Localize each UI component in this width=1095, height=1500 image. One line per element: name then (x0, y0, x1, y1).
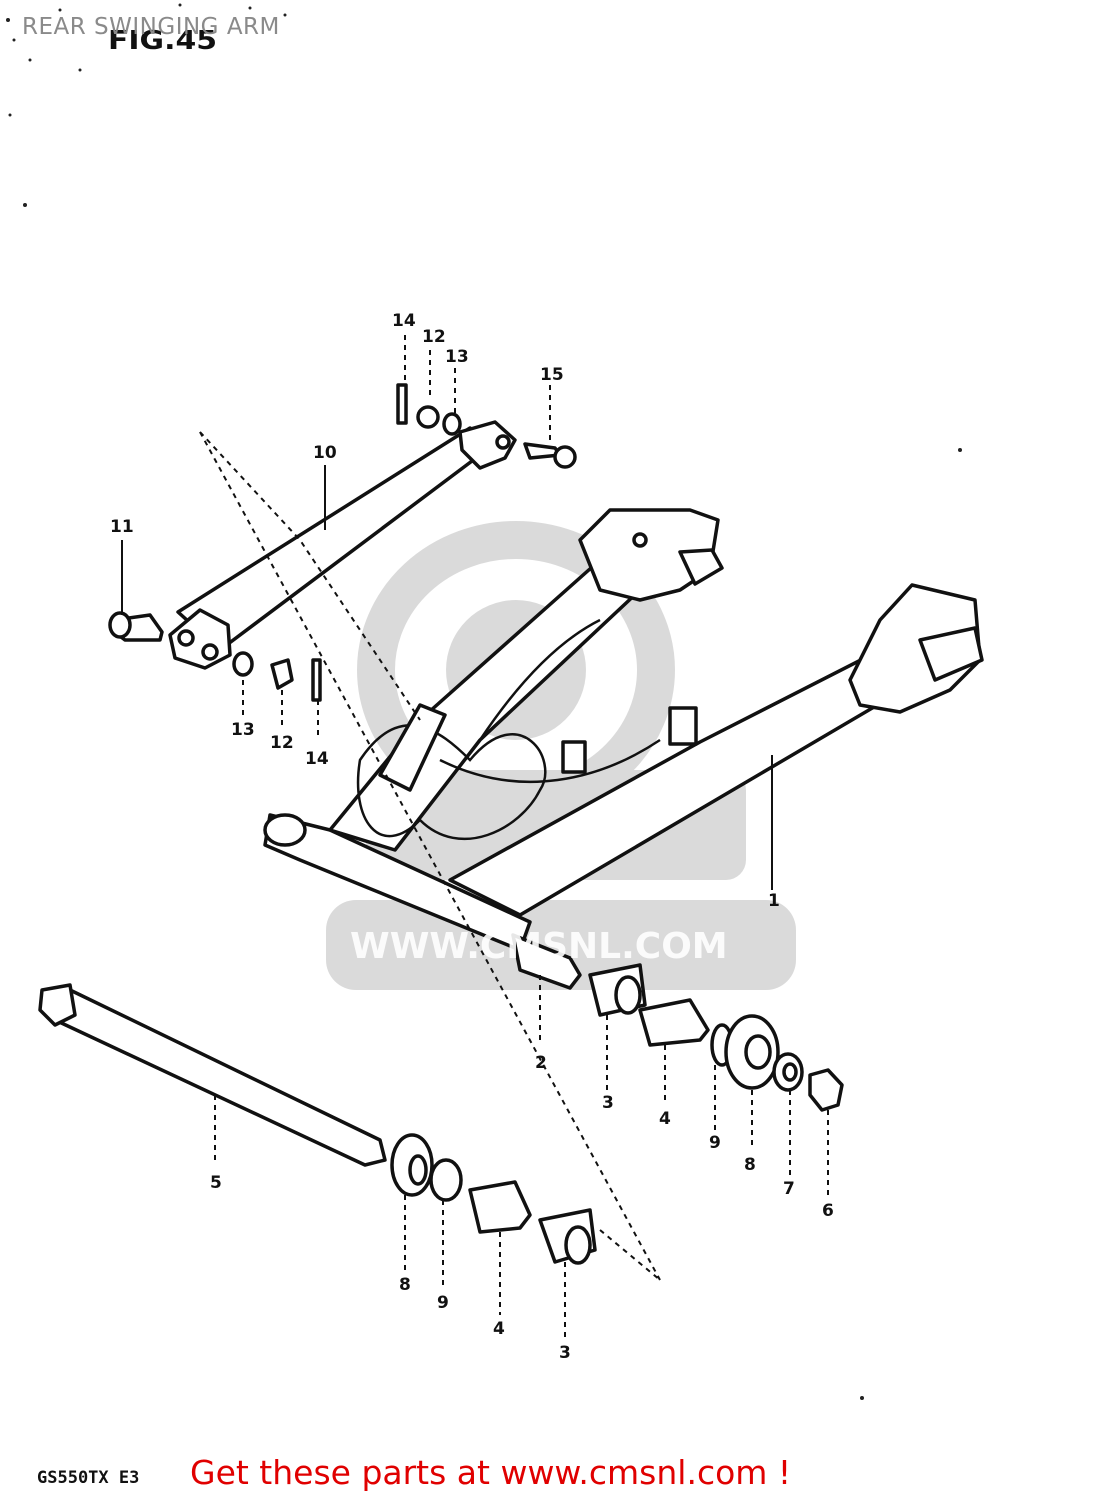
part-9-washer-lower (429, 1158, 463, 1202)
part-11-bolt (108, 611, 164, 642)
part-8-dust-seal-lower (390, 1133, 434, 1197)
callout-8-lower: 8 (399, 1275, 411, 1295)
part-15-bolt (523, 442, 577, 469)
page-title: REAR SWINGING ARM (22, 14, 280, 40)
callout-labels: 14 12 13 15 10 11 13 12 14 1 2 3 4 9 8 7… (110, 311, 834, 1363)
upper-fasteners (396, 383, 462, 436)
callout-14-top: 14 (392, 311, 416, 331)
callout-9-lower: 9 (437, 1293, 449, 1313)
model-code: GS550TX E3 (37, 1468, 140, 1488)
part-2-sleeve (511, 933, 582, 990)
part-10-torque-link (168, 420, 517, 670)
assembly-guide-lines (121, 335, 829, 1340)
callout-11: 11 (110, 517, 134, 537)
callout-7: 7 (783, 1179, 795, 1199)
callout-12-top: 12 (422, 327, 446, 347)
promo-link-text[interactable]: Get these parts at www.cmsnl.com ! (190, 1453, 792, 1492)
callout-13-bottom: 13 (231, 720, 255, 740)
callout-6: 6 (822, 1201, 834, 1221)
part-4-spacer-upper (638, 998, 710, 1047)
part-1-swingarm (263, 508, 984, 952)
part-8-dust-seal-upper (724, 1014, 780, 1090)
figure-label: FIG.45 (108, 26, 218, 56)
callout-3-upper: 3 (602, 1093, 614, 1113)
part-7-washer (772, 1052, 804, 1092)
part-3-bearing-lower (538, 1208, 597, 1265)
part-5-pivot-shaft (38, 983, 387, 1167)
callout-8-upper: 8 (744, 1155, 756, 1175)
scan-noise (6, 3, 962, 1400)
watermark-text: WWW.CMSNL.COM (350, 926, 728, 967)
part-4-spacer-lower (468, 1180, 532, 1234)
callout-15: 15 (540, 365, 564, 385)
part-6-nut (808, 1068, 844, 1112)
callout-10: 10 (313, 443, 337, 463)
callout-14-bottom: 14 (305, 749, 329, 769)
callout-3-lower: 3 (559, 1343, 571, 1363)
lower-fasteners (232, 651, 322, 702)
callout-12-bottom: 12 (270, 733, 294, 753)
callout-9-upper: 9 (709, 1133, 721, 1153)
callout-5: 5 (210, 1173, 222, 1193)
callout-13-top: 13 (445, 347, 469, 367)
callout-1: 1 (768, 891, 780, 911)
part-3-bearing-upper (588, 963, 647, 1017)
callout-4-upper: 4 (659, 1109, 671, 1129)
callout-2: 2 (535, 1053, 547, 1073)
callout-4-lower: 4 (493, 1319, 505, 1339)
